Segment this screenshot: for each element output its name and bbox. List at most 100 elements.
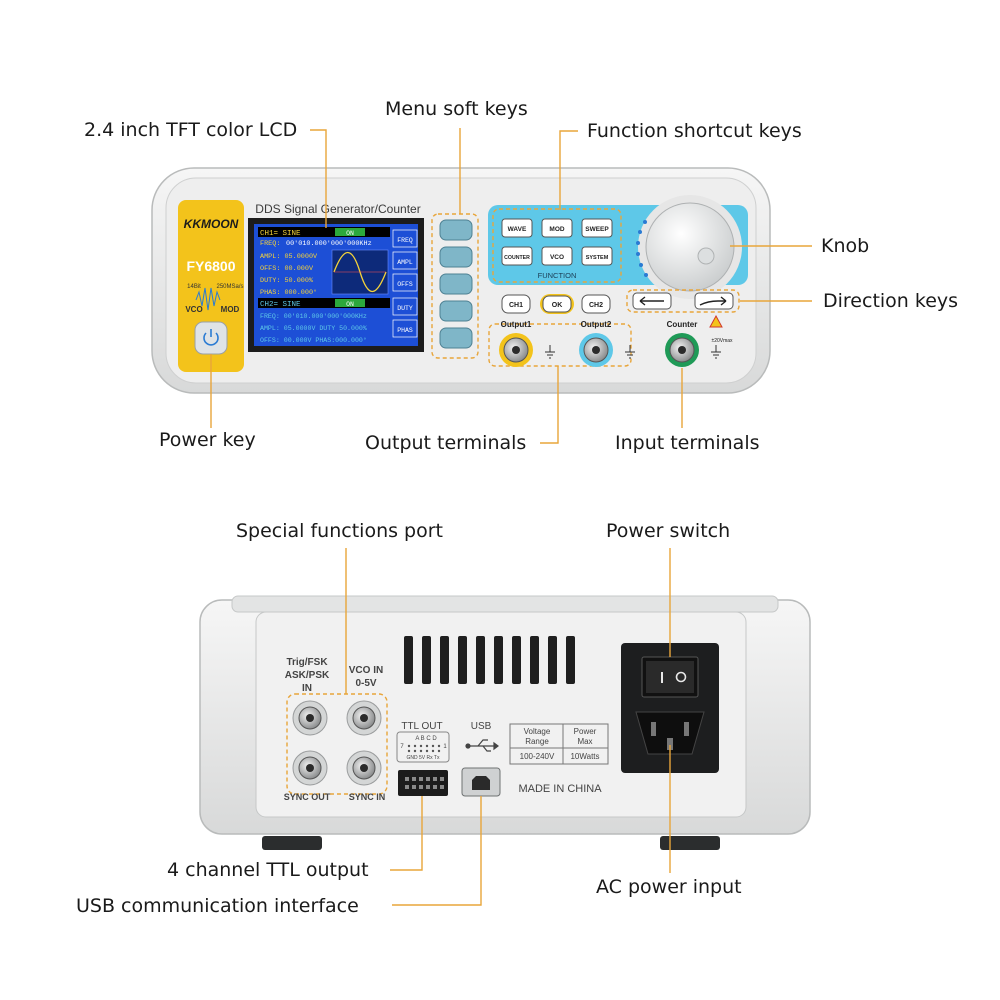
lcd-ch2-on: ON	[346, 301, 354, 308]
ttl-output-leader	[390, 796, 423, 871]
sweep-key-label: SWEEP	[585, 226, 609, 233]
lcd-side-item	[392, 251, 418, 270]
ground-icon	[545, 345, 555, 359]
ac-inlet-pin	[667, 738, 673, 750]
ttl-num-left: 7	[400, 744, 404, 750]
function-label: FUNCTION	[538, 271, 577, 280]
callout-ac-input: AC power input	[596, 876, 742, 898]
menu-soft-key-3[interactable]	[439, 273, 473, 295]
usb-leader	[392, 796, 482, 906]
spec-h1-line2: Range	[525, 737, 549, 746]
wave-key-label: WAVE	[508, 226, 527, 233]
knob-dial[interactable]	[645, 202, 735, 292]
power-key[interactable]	[194, 321, 228, 355]
ttl-output: TTL OUT A B C D 7 1 GND 5V Rx Tx	[396, 721, 450, 796]
lcd-side-duty: DUTY	[397, 305, 413, 312]
menu-soft-key-2[interactable]	[439, 246, 473, 268]
ch2-key[interactable]	[581, 294, 611, 314]
made-in-label: MADE IN CHINA	[518, 783, 602, 795]
vco-in-label-1: VCO IN	[349, 665, 383, 676]
waveform-logo-icon	[195, 287, 221, 311]
callout-knob: Knob	[821, 235, 869, 257]
lcd-ch1-ampl: AMPL: 05.0000V	[260, 253, 318, 261]
direction-keys-outline	[626, 289, 740, 313]
lcd-ch2-ampl-duty: AMPL: 05.0000V DUTY 50.000%	[260, 325, 367, 332]
ch1-key-label: CH1	[509, 302, 523, 309]
lcd-ch2-header: CH2= SINE	[260, 301, 301, 309]
callout-input-terminals: Input terminals	[615, 432, 760, 454]
lcd-side-item	[392, 319, 418, 338]
trig-label-3: IN	[302, 683, 312, 694]
counter-pin	[678, 346, 686, 354]
lcd-side-menu: FREQ AMPL OFFS DUTY PHAS	[392, 229, 418, 338]
channel-keys: CH1 OK CH2	[501, 294, 611, 314]
mod-key[interactable]	[541, 218, 573, 238]
ground-icon	[625, 345, 635, 359]
menu-soft-key-5[interactable]	[439, 327, 473, 349]
ttl-num-right: 1	[443, 744, 447, 750]
spec-v1: 100-240V	[520, 752, 555, 761]
lcd-side-offs: OFFS	[397, 281, 413, 288]
callout-output-terminals: Output terminals	[365, 432, 526, 454]
rear-foot-right	[660, 836, 720, 850]
front-panel: KKMOON FY6800 14Bit 250MSa/s VCO MOD DDS…	[151, 167, 771, 394]
ok-key[interactable]	[542, 295, 572, 313]
lcd-ch1-offs: OFFS: 00.000V	[260, 265, 314, 273]
mod-key-label: MOD	[549, 226, 564, 233]
ttl-out-label: TTL OUT	[401, 721, 442, 732]
vco-key-label: VCO	[550, 254, 564, 261]
left-arrow-icon	[639, 296, 664, 306]
spec-table: Voltage Range Power Max 100-240V 10Watts	[509, 723, 609, 765]
brand-panel: KKMOON FY6800 14Bit 250MSa/s VCO MOD	[178, 200, 244, 372]
spec-h1-line1: Voltage	[524, 727, 551, 736]
ac-inlet-pin	[651, 722, 656, 736]
warning-icon	[709, 314, 723, 328]
spec-bits: 14Bit	[187, 284, 201, 290]
output1-label: Output1	[501, 320, 532, 329]
output-terminals-leader	[540, 366, 559, 444]
lcd-ch2-freq: FREQ: 00'010.000'000'000KHz	[260, 313, 367, 320]
counter-label: Counter	[667, 320, 698, 329]
vco-key[interactable]	[541, 246, 573, 266]
rear-leaders	[345, 548, 671, 906]
rear-foot-left	[262, 836, 322, 850]
callout-special-port: Special functions port	[236, 520, 443, 542]
wave-key[interactable]	[501, 218, 533, 238]
callout-direction-keys: Direction keys	[823, 290, 958, 312]
lcd-ch1-phas: PHAS: 000.000°	[260, 288, 317, 297]
special-functions-port	[286, 693, 388, 795]
knob[interactable]	[636, 195, 742, 299]
vco-label: VCO	[185, 305, 202, 314]
ok-key-label: OK	[552, 302, 563, 309]
lcd-ch1-header-bg	[258, 227, 390, 237]
callout-usb-interface: USB communication interface	[76, 895, 359, 917]
ch1-key[interactable]	[501, 294, 531, 314]
ttl-pins: GND 5V Rx Tx	[407, 755, 440, 761]
knob-grip	[697, 247, 715, 265]
lcd-side-item	[392, 229, 418, 248]
menu-soft-key-1[interactable]	[439, 219, 473, 241]
spec-table-border	[509, 723, 609, 765]
ttl-header-connector[interactable]	[398, 770, 448, 796]
right-arrow-icon	[699, 296, 727, 306]
lcd-ch1-freq-value: 00'010.000'000'000KHz	[286, 240, 372, 248]
usb-port-group: USB	[461, 721, 501, 797]
direction-keys	[626, 289, 740, 313]
usb-label: USB	[471, 721, 492, 732]
ttl-pinout-box	[396, 731, 450, 763]
rear-panel: Trig/FSK ASK/PSK IN VCO IN 0-5V SYNC OUT…	[199, 595, 811, 850]
power-switch-rocker	[646, 661, 694, 693]
counter-key[interactable]	[501, 246, 533, 266]
sweep-key[interactable]	[581, 218, 613, 238]
ttl-header-pins	[405, 777, 444, 789]
output-terminals: Output1 Output2	[488, 320, 635, 367]
output2-label: Output2	[581, 320, 612, 329]
system-key[interactable]	[581, 246, 613, 266]
lcd-ch1-on-badge	[335, 228, 365, 236]
vco-in-bnc-pin	[360, 714, 368, 722]
menu-soft-key-4[interactable]	[439, 300, 473, 322]
counter-spec: ±20Vmax	[711, 338, 733, 344]
ground-icon	[711, 345, 721, 359]
lcd-side-ampl: AMPL	[397, 259, 413, 266]
trig-bnc-pin	[306, 714, 314, 722]
